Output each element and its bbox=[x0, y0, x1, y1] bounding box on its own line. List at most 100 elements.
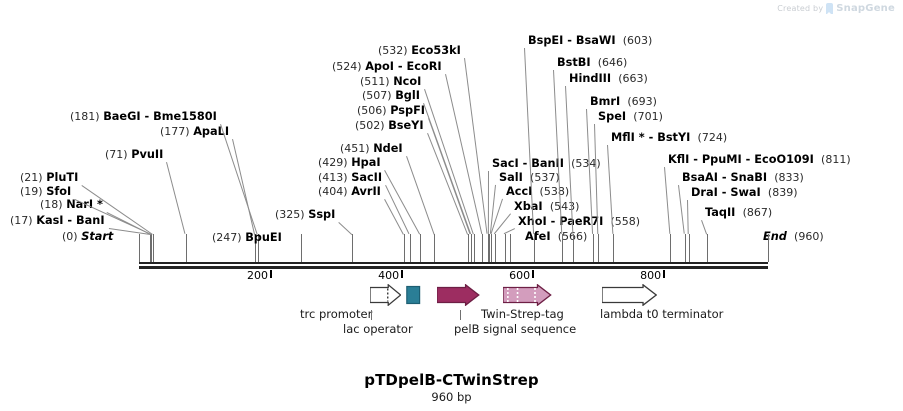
restriction-site-label[interactable]: (17) KasI - BanI bbox=[10, 215, 105, 227]
restriction-site-label[interactable]: (511) NcoI bbox=[360, 76, 421, 88]
restriction-site-label[interactable]: MflI * - BstYI (724) bbox=[611, 132, 727, 144]
site-leader-line bbox=[487, 170, 489, 234]
restriction-site-tick bbox=[482, 234, 484, 262]
feature-twin-strep-tag[interactable] bbox=[502, 283, 553, 307]
restriction-site-label[interactable]: BsaAI - SnaBI (833) bbox=[682, 172, 804, 184]
restriction-site-tick bbox=[487, 234, 489, 262]
site-enzyme-name: NcoI bbox=[393, 75, 422, 88]
site-leader-line bbox=[338, 222, 352, 235]
site-position: (534) bbox=[571, 157, 601, 170]
site-position: (811) bbox=[821, 153, 851, 166]
plasmid-length: 960 bp bbox=[431, 390, 472, 404]
page-title: pTDpelB-CTwinStrep bbox=[364, 371, 539, 389]
restriction-site-tick bbox=[688, 234, 690, 262]
restriction-site-label[interactable]: (502) BseYI bbox=[355, 120, 424, 132]
site-leader-line bbox=[678, 185, 685, 235]
site-enzyme-name: ApaLI bbox=[193, 125, 230, 138]
restriction-site-label[interactable]: (524) ApoI - EcoRI bbox=[332, 61, 442, 73]
site-position: (566) bbox=[558, 230, 588, 243]
restriction-site-label[interactable]: BspEI - BsaWI (603) bbox=[528, 35, 652, 47]
restriction-site-tick bbox=[494, 234, 496, 262]
site-enzyme-name: ApoI - EcoRI bbox=[365, 60, 442, 73]
restriction-site-label[interactable]: XhoI - PaeR7I (558) bbox=[518, 216, 640, 228]
site-position: (833) bbox=[774, 171, 804, 184]
ruler-label: 600 bbox=[509, 269, 531, 282]
restriction-site-label[interactable]: TaqII (867) bbox=[705, 207, 772, 219]
restriction-site-label[interactable]: AccI (538) bbox=[506, 186, 569, 198]
restriction-site-label[interactable]: SalI (537) bbox=[499, 172, 560, 184]
restriction-site-label[interactable]: (451) NdeI bbox=[340, 143, 403, 155]
site-enzyme-name: KasI - BanI bbox=[36, 214, 105, 227]
site-enzyme-name: BglI bbox=[395, 89, 420, 102]
site-enzyme-name: BsaAI - SnaBI bbox=[682, 171, 768, 184]
watermark-prefix: Created by bbox=[777, 4, 824, 13]
site-enzyme-name: PluTI bbox=[46, 171, 79, 184]
feature-trc-promoter[interactable] bbox=[368, 283, 402, 307]
site-enzyme-name: MflI * - BstYI bbox=[611, 131, 691, 144]
site-position: (532) bbox=[378, 44, 408, 57]
restriction-site-tick bbox=[670, 234, 672, 262]
site-leader-line bbox=[166, 162, 186, 235]
site-enzyme-name: PvuII bbox=[131, 148, 164, 161]
feature-leader-lac-operator bbox=[371, 310, 372, 320]
restriction-site-label[interactable]: SacI - BanII (534) bbox=[492, 158, 601, 170]
restriction-site-label[interactable]: (71) PvuII bbox=[105, 149, 163, 161]
site-position: (0) bbox=[62, 230, 78, 243]
restriction-site-label[interactable]: (532) Eco53kI bbox=[378, 45, 461, 57]
restriction-site-label[interactable]: (404) AvrII bbox=[318, 186, 381, 198]
snapgene-watermark: Created by SnapGene bbox=[777, 3, 895, 15]
site-enzyme-name: BseYI bbox=[388, 119, 424, 132]
restriction-site-tick bbox=[139, 234, 140, 262]
restriction-site-label[interactable]: (181) BaeGI - Bme1580I bbox=[70, 111, 217, 123]
site-position: (960) bbox=[794, 230, 824, 243]
site-position: (404) bbox=[318, 185, 348, 198]
restriction-site-tick bbox=[257, 234, 259, 262]
site-enzyme-name: SacI - BanII bbox=[492, 157, 564, 170]
restriction-site-label[interactable]: DraI - SwaI (839) bbox=[691, 187, 798, 199]
site-enzyme-name: AvrII bbox=[351, 185, 381, 198]
restriction-site-label[interactable]: (507) BglI bbox=[362, 90, 420, 102]
site-position: (21) bbox=[20, 171, 43, 184]
restriction-site-label[interactable]: (506) PspFI bbox=[357, 105, 425, 117]
site-position: (839) bbox=[767, 186, 798, 199]
restriction-site-label[interactable]: BstBI (646) bbox=[557, 57, 627, 69]
restriction-site-tick bbox=[152, 234, 154, 262]
restriction-site-label[interactable]: (19) SfoI bbox=[20, 186, 71, 198]
site-position: (17) bbox=[10, 214, 33, 227]
restriction-site-label[interactable]: End (960) bbox=[763, 231, 824, 243]
restriction-site-label[interactable]: (325) SspI bbox=[275, 209, 335, 221]
backbone-top-line bbox=[139, 262, 768, 264]
snapgene-logo-icon bbox=[826, 3, 834, 15]
restriction-site-label[interactable]: (21) PluTI bbox=[20, 172, 78, 184]
restriction-site-label[interactable]: AfeI (566) bbox=[525, 231, 587, 243]
ruler-label: 800 bbox=[640, 269, 662, 282]
site-enzyme-name: DraI - SwaI bbox=[691, 186, 761, 199]
restriction-site-label[interactable]: KflI - PpuMI - EcoO109I (811) bbox=[668, 154, 851, 166]
restriction-site-tick bbox=[573, 234, 575, 262]
restriction-site-tick bbox=[300, 234, 302, 262]
restriction-site-label[interactable]: (429) HpaI bbox=[318, 157, 381, 169]
site-position: (603) bbox=[622, 34, 653, 47]
restriction-site-label[interactable]: (413) SacII bbox=[318, 172, 382, 184]
restriction-site-tick bbox=[488, 234, 490, 262]
site-position: (663) bbox=[618, 72, 648, 85]
feature-glyph-trc-promoter bbox=[368, 283, 402, 307]
feature-glyph-lambda-t0-terminator bbox=[600, 283, 657, 307]
restriction-site-label[interactable]: XbaI (543) bbox=[514, 201, 579, 213]
restriction-site-label[interactable]: (247) BpuEI bbox=[212, 232, 282, 244]
feature-lac-operator[interactable] bbox=[406, 284, 421, 306]
restriction-site-label[interactable]: (18) NarI * bbox=[40, 199, 103, 211]
restriction-site-label[interactable]: (0) Start bbox=[62, 231, 113, 243]
restriction-site-label[interactable]: SpeI (701) bbox=[598, 111, 663, 123]
restriction-site-label[interactable]: HindIII (663) bbox=[569, 73, 648, 85]
restriction-site-label[interactable]: (177) ApaLI bbox=[160, 126, 229, 138]
restriction-site-label[interactable]: BmrI (693) bbox=[590, 96, 657, 108]
feature-label-twin-strep-tag: Twin-Strep-tag bbox=[481, 307, 564, 321]
site-position: (693) bbox=[627, 95, 657, 108]
site-enzyme-name: TaqII bbox=[705, 206, 736, 219]
restriction-site-tick bbox=[470, 234, 472, 262]
feature-lambda-t0-terminator[interactable] bbox=[600, 283, 657, 307]
feature-pelB-signal[interactable] bbox=[436, 283, 480, 307]
site-enzyme-name: AfeI bbox=[525, 230, 551, 243]
restriction-site-tick bbox=[434, 234, 436, 262]
